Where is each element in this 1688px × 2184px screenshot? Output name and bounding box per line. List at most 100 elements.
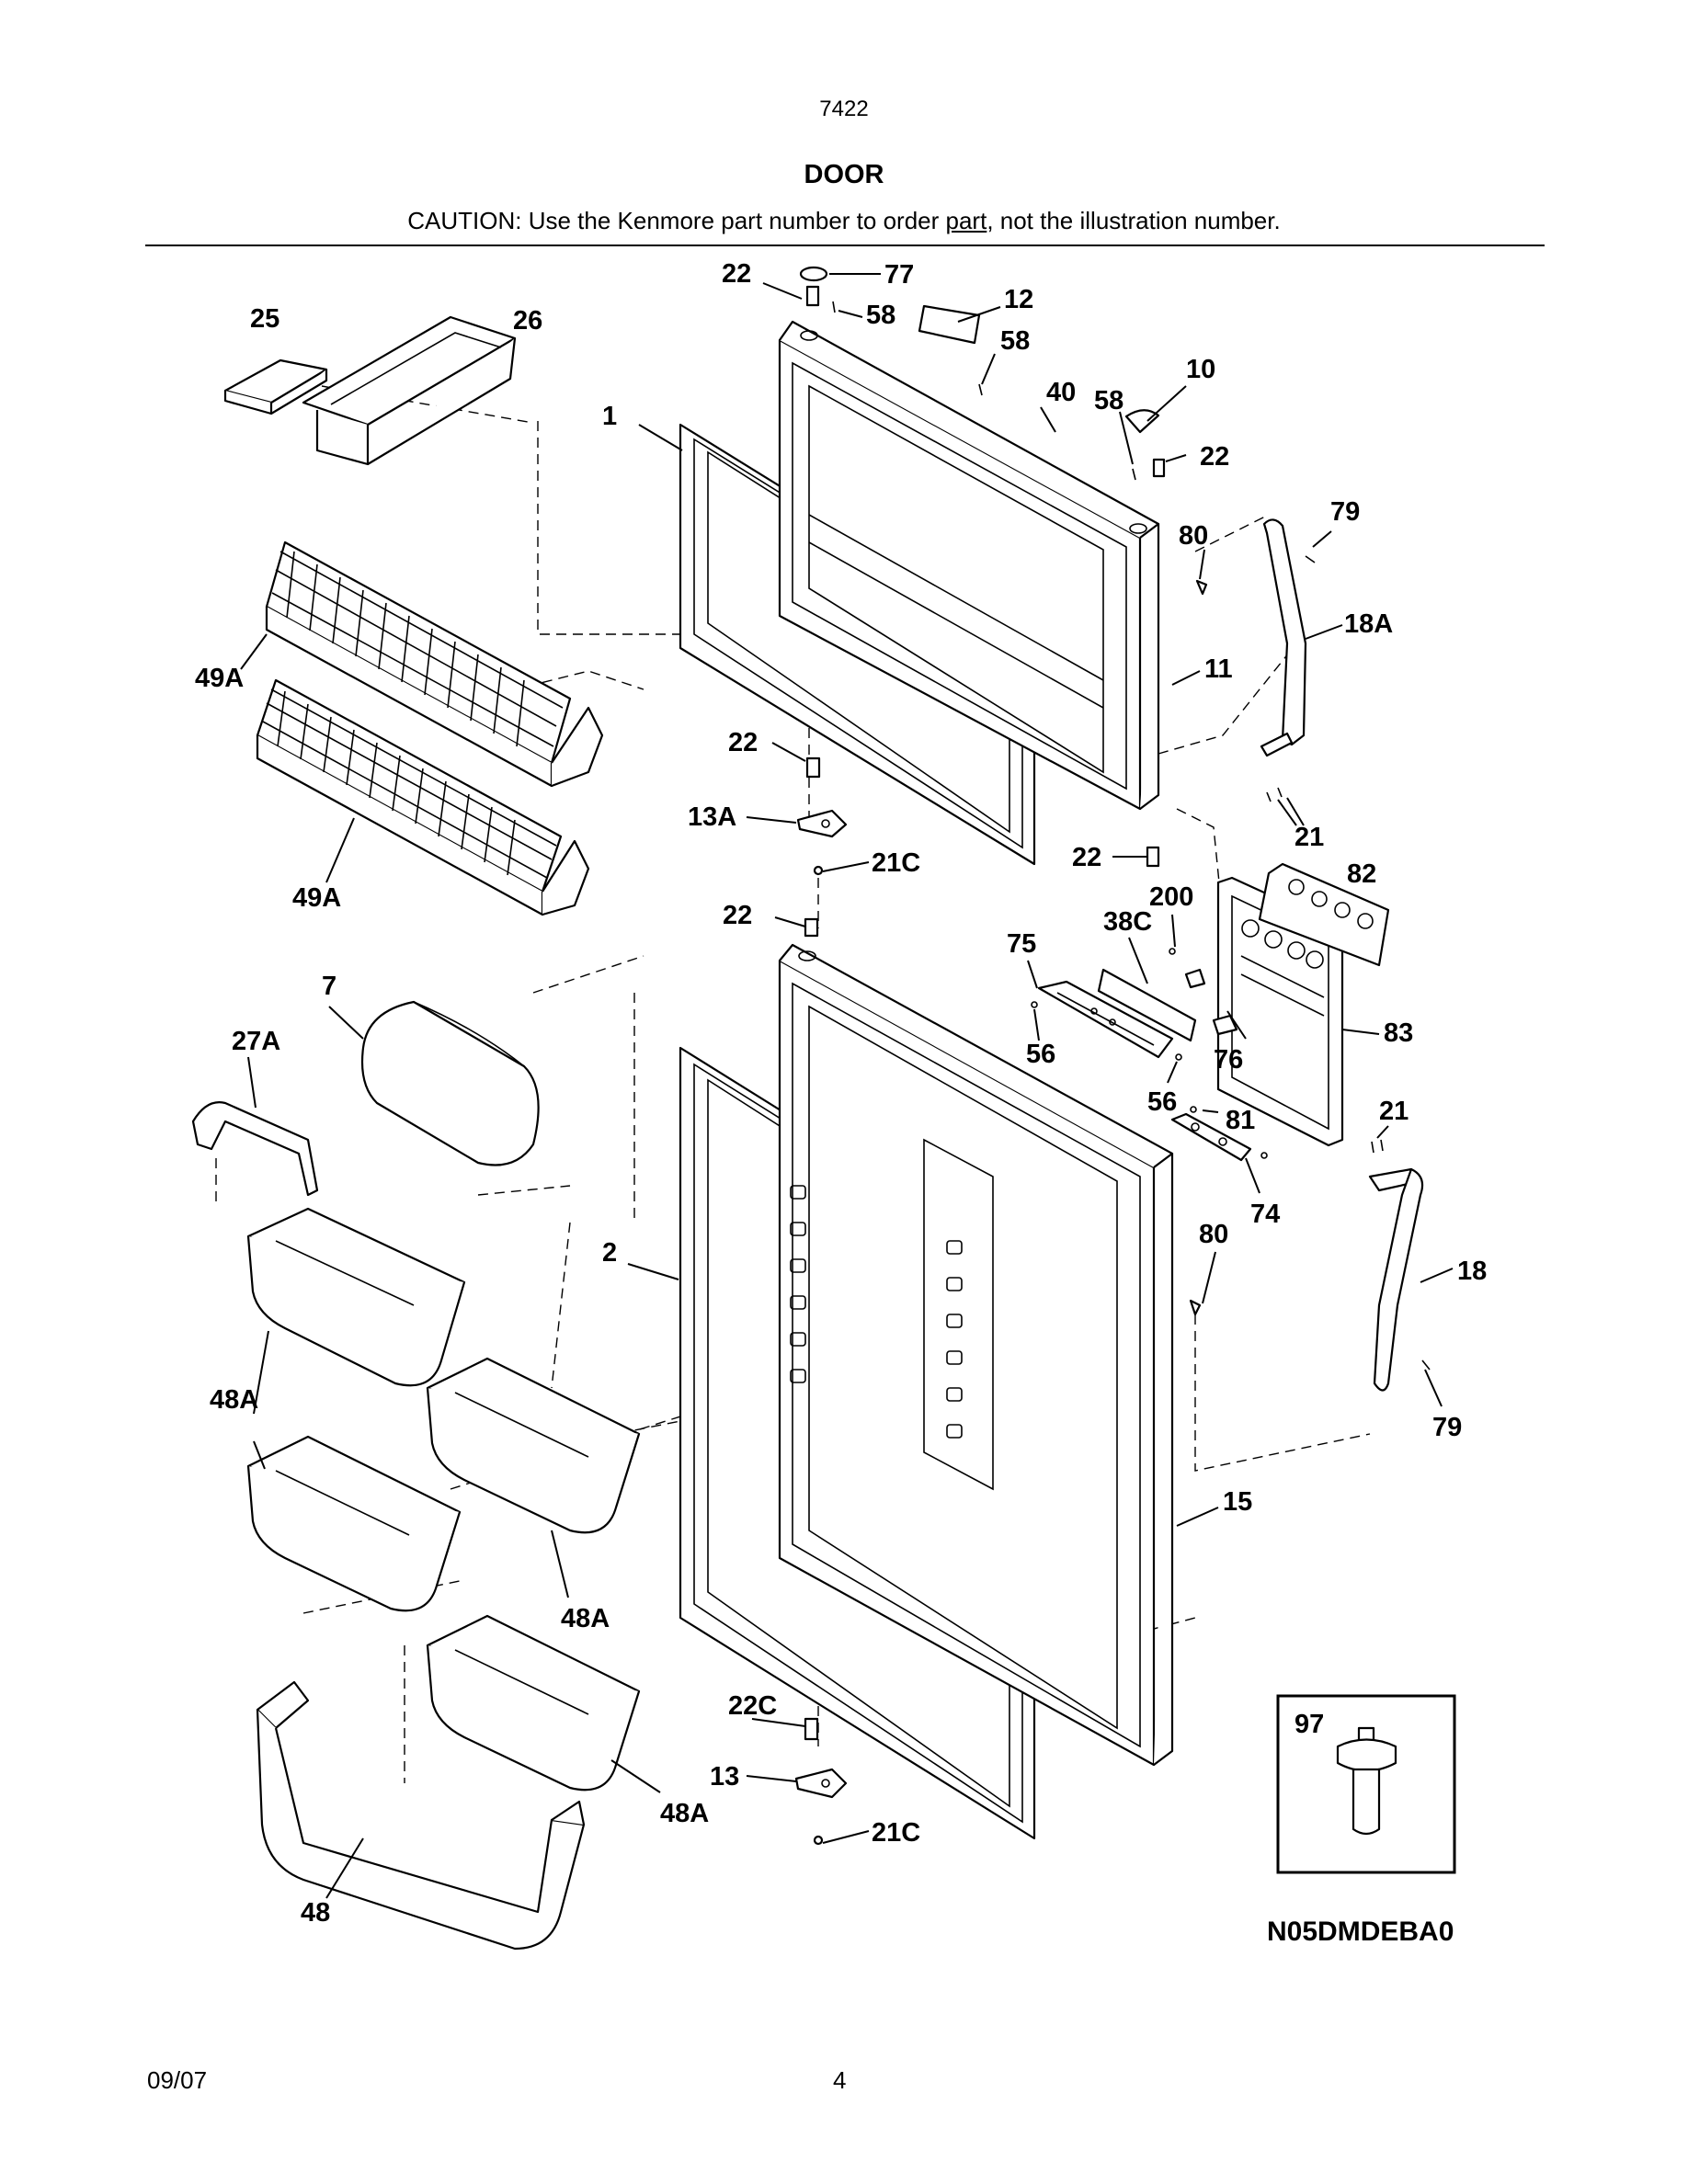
callout-79: 79 [1330,497,1360,527]
callout-10: 10 [1186,355,1215,384]
door-bin-48-long [256,1680,586,1951]
door-bin-48a-left [246,1207,466,1387]
header-rule [145,245,1545,246]
callout-56: 56 [1147,1087,1177,1117]
callout-49a: 49A [292,883,341,913]
callout-81: 81 [1226,1106,1255,1135]
fresh-food-door [778,943,1174,1767]
screw-200 [1169,948,1176,955]
door-bin-48a-bottom [426,1614,641,1792]
freezer-handle [1260,518,1307,757]
callout-83: 83 [1384,1018,1413,1048]
callout-49a: 49A [195,664,244,693]
wire-shelf-upper [265,540,604,788]
callout-15: 15 [1223,1487,1252,1517]
callout-48: 48 [301,1898,330,1928]
bracket-74 [1170,1112,1252,1162]
caution-text-start: CAUTION: Use the Kenmore part number to … [407,207,946,234]
screw-79-top [1305,555,1316,563]
bumper-80-top [1195,579,1208,596]
cap-10 [1124,409,1160,434]
callout-97: 97 [1295,1710,1324,1739]
screw-21c-bottom [813,1835,824,1846]
callout-40: 40 [1046,378,1076,407]
callout-22: 22 [1072,843,1101,872]
freezer-door-liner [778,320,1160,811]
callout-56: 56 [1026,1040,1055,1069]
leader-lines [240,273,1454,1899]
screw-58-right [1132,468,1136,481]
callout-79: 79 [1432,1413,1462,1442]
callout-25: 25 [250,304,279,334]
callout-13: 13 [710,1762,739,1792]
callout-22: 22 [1200,442,1229,472]
screw-79-bottom [1421,1359,1431,1371]
dairy-cover-7 [360,1000,540,1166]
callout-22: 22 [728,728,758,757]
ice-bucket [302,315,517,466]
callout-1: 1 [602,402,617,431]
callout-74: 74 [1250,1200,1280,1229]
light-bar-75 [1037,980,1174,1059]
callout-21: 21 [1379,1097,1409,1126]
callout-labels: 22 77 58 12 58 40 58 10 22 80 79 18A 11 … [195,259,1487,1928]
callout-82: 82 [1347,859,1376,889]
caution-note: CAUTION: Use the Kenmore part number to … [0,207,1688,235]
control-overlay-82 [1258,862,1390,967]
callout-48a: 48A [210,1385,258,1415]
washer [799,266,828,282]
screw-22-hinge [805,756,821,779]
callout-38c: 38C [1103,907,1152,937]
inset-part-97 [1276,1694,1456,1874]
callout-18: 18 [1457,1257,1487,1286]
callout-80: 80 [1199,1220,1228,1249]
screw-22-fridge [804,917,819,938]
screws-21-upper [1266,787,1283,802]
ice-tray [223,358,328,415]
callout-22c: 22C [728,1691,777,1721]
screw-21c-top [813,865,824,876]
screw-22c [804,1717,819,1741]
screws-21-lower [1371,1139,1384,1154]
callout-48a: 48A [561,1604,610,1633]
light-cover-38c [1097,968,1197,1042]
page-number: 4 [833,2066,847,2094]
callout-22: 22 [722,259,751,289]
callout-7: 7 [322,972,336,1001]
door-bin-48a-mid [426,1357,641,1534]
callout-12: 12 [1004,285,1033,314]
callout-80: 80 [1179,521,1208,551]
page-title: DOOR [804,160,884,189]
label-12 [918,304,981,345]
callout-48a: 48A [660,1799,709,1828]
caution-text-end: , not the illustration number. [987,207,1281,234]
caution-text-underlined: part [945,207,987,234]
door-bin-48a-lower-left [246,1435,462,1612]
screws-81 [1190,1106,1268,1159]
callout-58: 58 [1094,386,1123,415]
callout-18a: 18A [1344,609,1393,639]
callout-58: 58 [866,301,895,330]
callout-77: 77 [884,260,914,290]
knob-76 [1212,1014,1238,1036]
callout-21: 21 [1295,823,1324,852]
callout-11: 11 [1204,654,1233,684]
footer-date: 09/07 [147,2066,208,2094]
screw-22-lower-right [1146,846,1160,868]
callout-22: 22 [723,901,752,930]
callout-75: 75 [1007,929,1036,959]
diagram-code: N05DMDEBA0 [1267,1917,1454,1947]
callout-13a: 13A [688,802,736,832]
callout-76: 76 [1214,1045,1243,1075]
callout-2: 2 [602,1238,617,1268]
fresh-food-handle [1368,1167,1424,1392]
model-number: 7422 [819,97,869,121]
hinge-13 [794,1768,848,1799]
callout-21c: 21C [872,848,920,878]
bumper-80-bottom [1189,1299,1202,1316]
callout-21c: 21C [872,1818,920,1848]
screw-22-top [805,285,820,307]
hinge-13a [796,809,848,838]
callout-58: 58 [1000,326,1030,356]
